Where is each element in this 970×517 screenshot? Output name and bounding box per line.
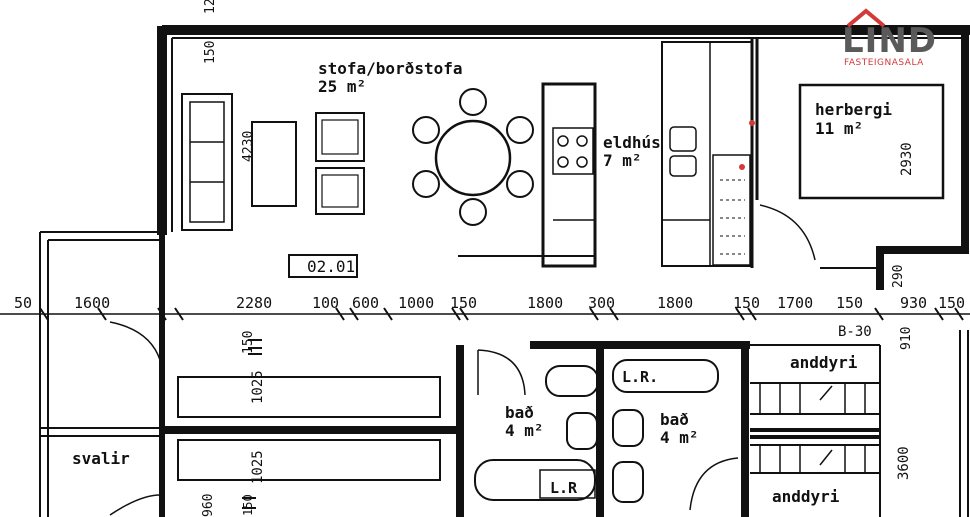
- sofa: [181, 93, 233, 231]
- kitchen-tall-unit: [661, 41, 753, 267]
- label-eldhus: eldhús: [603, 133, 661, 152]
- sink-bath-2: [612, 461, 644, 503]
- dim-label: 150: [938, 294, 965, 312]
- dim-b30: B-30: [838, 324, 872, 340]
- dimension-markers: [39, 307, 964, 509]
- label-stofa-area: 25 m²: [318, 77, 366, 96]
- dim-v1025b: 1025: [250, 450, 266, 484]
- door-arc-bath2: [689, 457, 739, 511]
- dim-label: 1700: [777, 294, 813, 312]
- label-svalir: svalir: [72, 449, 130, 468]
- dim-label: 150: [450, 294, 477, 312]
- outer-right-lower: [959, 330, 969, 517]
- label-bad-2: bað: [660, 410, 689, 429]
- dim-290: 290: [891, 265, 906, 288]
- dim-top-150: 150: [203, 41, 218, 64]
- lind-logo: LIND FASTEIGNASALA: [842, 8, 952, 70]
- dim-v1025a: 1025: [250, 370, 266, 404]
- corridor-door-b: [750, 444, 880, 474]
- marker-dot: [749, 120, 755, 126]
- fridge: [712, 154, 751, 266]
- label-herbergi: herbergi: [815, 100, 892, 119]
- coffee-table: [251, 121, 297, 207]
- dining-chair: [506, 116, 534, 144]
- dim-v3600: 3600: [896, 446, 912, 480]
- entry-door-arc: [109, 321, 161, 361]
- stove: [552, 127, 594, 175]
- dining-chair: [412, 170, 440, 198]
- dim-label: 150: [733, 294, 760, 312]
- label-lr-2: L.R: [550, 479, 578, 497]
- label-bad-2-area: 4 m²: [660, 428, 699, 447]
- sink: [669, 126, 697, 152]
- dim-4230: 4230: [241, 131, 256, 162]
- label-bad-1: bað: [505, 403, 534, 422]
- label-stofa: stofa/borðstofa: [318, 59, 463, 78]
- dining-chair: [412, 116, 440, 144]
- dim-label: 600: [352, 294, 379, 312]
- label-bad-1-area: 4 m²: [505, 421, 544, 440]
- label-eldhus-area: 7 m²: [603, 151, 642, 170]
- dim-label: 2280: [236, 294, 272, 312]
- toilet-2: [612, 409, 644, 447]
- bed: [798, 83, 945, 200]
- dim-v150: 150: [241, 331, 256, 354]
- bedroom-door-arc: [759, 204, 816, 261]
- dim-label: 1800: [527, 294, 563, 312]
- logo-subtitle: FASTEIGNASALA: [844, 58, 924, 68]
- apartment-number-box: [288, 254, 358, 278]
- bathtub-2: [612, 359, 719, 393]
- dining-chair: [506, 170, 534, 198]
- dim-v150-bad: 150: [241, 494, 255, 516]
- corridor-wall-2: [750, 428, 880, 439]
- dim-label: 300: [588, 294, 615, 312]
- svalir-wall: [40, 427, 162, 437]
- dim-label: 50: [14, 294, 32, 312]
- dimension-row: 50 1600 2280 100 600 1000 150 1800 300 1800 150 170…: [14, 294, 965, 312]
- kitchen-counter: [541, 82, 597, 268]
- storage-shelf-2: [177, 439, 441, 481]
- dim-top-12: 12: [203, 0, 218, 14]
- armchair-2: [315, 167, 365, 215]
- svalir-door-arc: [109, 494, 161, 516]
- dim-v960: 960: [201, 494, 216, 517]
- label-herbergi-area: 11 m²: [815, 119, 863, 138]
- dim-label: 150: [836, 294, 863, 312]
- armchair-1: [315, 112, 365, 162]
- dining-table: [434, 119, 512, 197]
- dim-label: 930: [900, 294, 927, 312]
- logo-wordmark: LIND: [842, 21, 937, 61]
- marker-dot: [739, 164, 745, 170]
- dining-chair: [459, 198, 487, 226]
- dim-label: 100: [312, 294, 339, 312]
- house-roof-icon: [846, 8, 886, 28]
- label-anddyri-2: anddyri: [772, 487, 840, 506]
- dining-chair: [459, 88, 487, 116]
- label-anddyri-1: anddyri: [790, 353, 858, 372]
- bathtub-1: [545, 365, 599, 397]
- dim-910: 910: [899, 327, 914, 350]
- lr-cabinet-1: [539, 469, 596, 499]
- door-arc-bath1: [477, 349, 526, 396]
- dim-2930: 2930: [899, 142, 915, 176]
- storage-shelf-1: [177, 376, 441, 418]
- dim-label: 1600: [74, 294, 110, 312]
- dim-label: 1000: [398, 294, 434, 312]
- toilet-1: [566, 412, 598, 450]
- dim-label: 1800: [657, 294, 693, 312]
- apartment-number: 02.01: [307, 257, 355, 276]
- label-lr-1: L.R.: [622, 368, 658, 386]
- annex-wall: [39, 231, 162, 517]
- corridor-door-a: [750, 382, 880, 415]
